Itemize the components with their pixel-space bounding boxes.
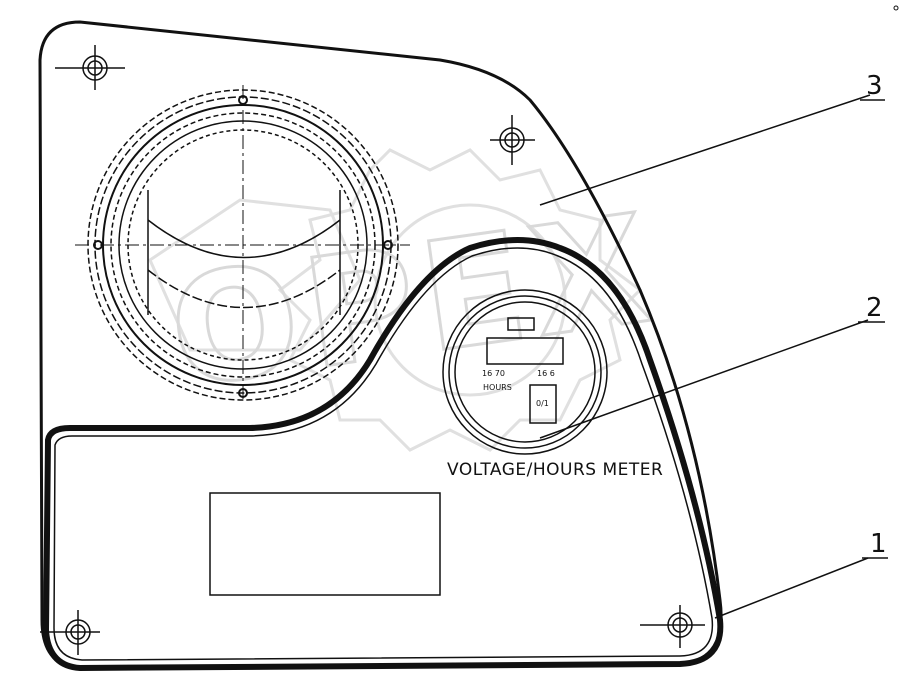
screw-fastener-top-left	[55, 45, 125, 90]
meter-small-label: 0/1	[536, 399, 549, 408]
meter-unit-label: HOURS	[483, 383, 512, 392]
callout-1: 1	[870, 529, 887, 559]
meter-caption: VOLTAGE/HOURS METER	[447, 460, 663, 480]
cover-plate-outline	[42, 237, 724, 672]
corner-dot	[893, 5, 899, 11]
screw-fastener-bottom-left	[40, 610, 100, 655]
meter-scale-right: 16 6	[537, 369, 555, 378]
screw-fastener-top-right	[490, 115, 535, 165]
callout-3: 3	[866, 71, 883, 101]
large-round-gauge	[75, 85, 410, 401]
screw-fastener-bottom-right	[640, 605, 705, 648]
callout-2: 2	[866, 293, 883, 323]
voltage-hours-meter	[442, 289, 608, 455]
label-plate	[209, 492, 441, 596]
leader-lines	[539, 94, 888, 619]
svg-text:OPEX: OPEX	[160, 182, 667, 422]
meter-scale-left: 16 70	[482, 369, 505, 378]
